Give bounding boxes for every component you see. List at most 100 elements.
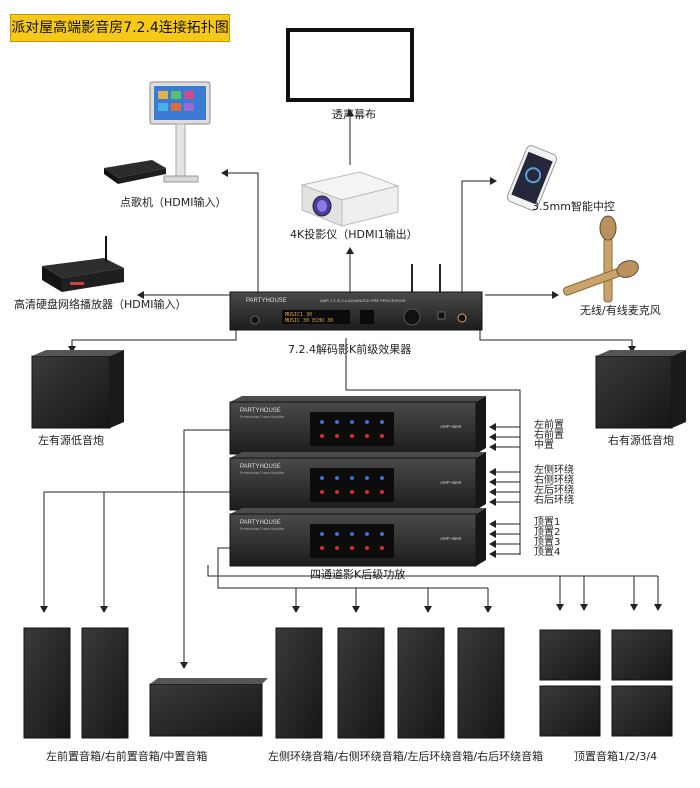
channel-label: 右前置 bbox=[534, 430, 564, 441]
led-indicator bbox=[350, 546, 354, 550]
speaker-rear-right bbox=[457, 627, 505, 739]
channel-label: 右侧环绕 bbox=[534, 475, 574, 486]
led-indicator bbox=[380, 476, 384, 480]
led-indicator bbox=[380, 420, 384, 424]
led-indicator bbox=[365, 434, 369, 438]
led-indicator bbox=[335, 490, 339, 494]
surround-speakers bbox=[275, 627, 505, 739]
led-indicator bbox=[365, 546, 369, 550]
channel-label: 左后环绕 bbox=[534, 485, 574, 496]
led-indicator bbox=[320, 532, 324, 536]
led-indicator bbox=[320, 434, 324, 438]
speaker-rear-left bbox=[397, 627, 445, 739]
led-indicator bbox=[320, 476, 324, 480]
led-indicator bbox=[335, 532, 339, 536]
label-sub-left: 左有源低音炮 bbox=[38, 434, 104, 447]
led-indicator bbox=[335, 420, 339, 424]
label-height-speakers: 顶置音箱1/2/3/4 bbox=[574, 750, 658, 763]
channel-label: 顶置2 bbox=[534, 527, 561, 538]
led-indicator bbox=[335, 476, 339, 480]
smart-control-device bbox=[506, 145, 558, 211]
channel-label: 右后环绕 bbox=[534, 495, 574, 506]
processor-device bbox=[229, 264, 483, 331]
wire-processor-karaoke bbox=[221, 169, 259, 292]
amp-model: AMP-4600 bbox=[440, 480, 462, 485]
label-processor: 7.2.4解码影K前级效果器 bbox=[288, 343, 412, 356]
label-microphone: 无线/有线麦克风 bbox=[580, 304, 661, 317]
processor-display-2: MUSIC 30 ECHO 30 bbox=[285, 318, 333, 324]
wire-processor-sub-right bbox=[479, 330, 636, 353]
label-surround-speakers: 左侧环绕音箱/右侧环绕音箱/左后环绕音箱/右后环绕音箱 bbox=[268, 750, 544, 763]
amp-subtitle: Professional Power Amplifier bbox=[240, 415, 285, 419]
label-front-speakers: 左前置音箱/右前置音箱/中置音箱 bbox=[46, 750, 208, 763]
processor-model: AMP-7.2.4 bbox=[320, 298, 340, 303]
label-projector: 4K投影仪（HDMI1输出） bbox=[290, 228, 418, 241]
label-amplifier: 四通道影K后级功放 bbox=[310, 568, 406, 581]
front-speakers bbox=[23, 627, 268, 739]
led-indicator bbox=[365, 532, 369, 536]
amp-brand: PARTYHOUSE bbox=[240, 520, 281, 526]
speaker-side-right bbox=[337, 627, 385, 739]
wire-processor-control bbox=[461, 177, 497, 292]
amp-subtitle: Professional Power Amplifier bbox=[240, 471, 285, 475]
processor-brand: PARTYHOUSE bbox=[246, 298, 287, 304]
led-indicator bbox=[350, 434, 354, 438]
led-indicator bbox=[365, 476, 369, 480]
amp-brand: PARTYHOUSE bbox=[240, 464, 281, 470]
speaker-side-left bbox=[275, 627, 323, 739]
led-indicator bbox=[335, 434, 339, 438]
led-indicator bbox=[320, 490, 324, 494]
speaker-height-1 bbox=[539, 629, 601, 681]
microphone-device bbox=[562, 215, 639, 303]
channel-label: 中置 bbox=[534, 440, 554, 451]
channel-label: 顶置4 bbox=[534, 547, 561, 558]
wire-processor-sub-left bbox=[68, 330, 237, 353]
led-indicator bbox=[365, 420, 369, 424]
processor-subtitle: 7.2.4 ADVANCED PRE PROCESSOR bbox=[338, 298, 406, 303]
label-smart-control: 3.5mm智能中控 bbox=[532, 200, 615, 213]
led-indicator bbox=[350, 490, 354, 494]
amp-model: AMP-4600 bbox=[440, 424, 462, 429]
speaker-front-left bbox=[23, 627, 71, 739]
speaker-center bbox=[149, 683, 263, 737]
led-indicator bbox=[380, 434, 384, 438]
amp-model: AMP-4600 bbox=[440, 536, 462, 541]
led-indicator bbox=[380, 532, 384, 536]
karaoke-device bbox=[104, 81, 211, 184]
label-screen: 透声幕布 bbox=[332, 108, 376, 121]
amp-brand: PARTYHOUSE bbox=[240, 408, 281, 414]
diagram-title: 派对屋高端影音房7.2.4连接拓扑图 bbox=[10, 14, 230, 42]
sub-left-device bbox=[31, 350, 124, 429]
projector-device bbox=[300, 171, 400, 227]
screen-device bbox=[286, 28, 414, 102]
height-speakers bbox=[539, 629, 673, 737]
led-indicator bbox=[380, 546, 384, 550]
led-indicator bbox=[350, 476, 354, 480]
label-sub-right: 右有源低音炮 bbox=[608, 434, 674, 447]
speaker-height-3 bbox=[539, 685, 601, 737]
channel-label: 顶置1 bbox=[534, 517, 561, 528]
processor-display-1: MUSIC1 30 bbox=[285, 312, 312, 318]
led-indicator bbox=[350, 532, 354, 536]
led-indicator bbox=[335, 546, 339, 550]
channel-label: 左前置 bbox=[534, 420, 564, 431]
led-indicator bbox=[380, 490, 384, 494]
led-indicator bbox=[320, 546, 324, 550]
channel-label: 左侧环绕 bbox=[534, 465, 574, 476]
label-karaoke: 点歌机（HDMI输入） bbox=[120, 196, 227, 209]
speaker-front-right bbox=[81, 627, 129, 739]
speaker-height-4 bbox=[611, 685, 673, 737]
amp-subtitle: Professional Power Amplifier bbox=[240, 527, 285, 531]
player-device bbox=[42, 236, 124, 292]
led-indicator bbox=[365, 490, 369, 494]
led-indicator bbox=[320, 420, 324, 424]
sub-right-device bbox=[595, 350, 686, 429]
label-player: 高清硬盘网络播放器（HDMI输入） bbox=[14, 298, 187, 311]
led-indicator bbox=[350, 420, 354, 424]
